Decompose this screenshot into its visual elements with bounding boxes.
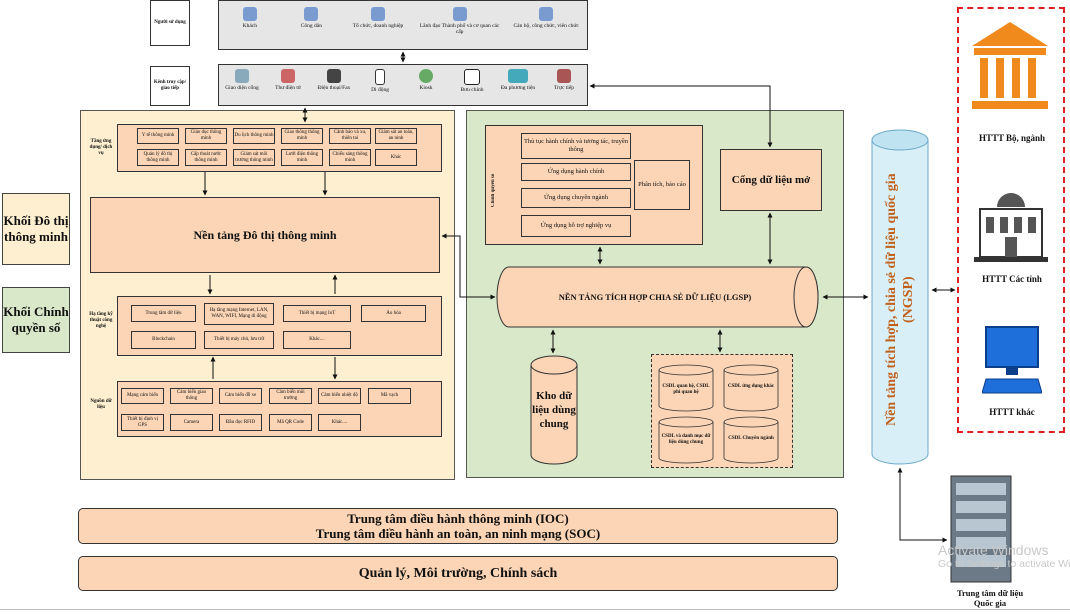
db-relational: CSDL quan hệ, CSDL phi quan hệ <box>662 384 710 395</box>
egov-block-label: Khối Chính quyền số <box>2 287 70 353</box>
channels-row-label: Kênh truy cập/ giao tiếp <box>150 66 190 106</box>
source-rfid: Đầu đọc RFID <box>219 414 262 431</box>
watermark-subtitle: Go to Settings to activate Windows. <box>938 558 1070 570</box>
province-building-icon <box>974 193 1048 262</box>
other-systems-label: HTTT khác <box>989 407 1035 417</box>
service-other: Khác <box>375 149 417 166</box>
channel-multimedia: Đa phương tiện <box>498 69 538 91</box>
handshake-icon <box>557 69 571 83</box>
channel-phone: Điện thoại/Fax <box>314 69 354 91</box>
server-rack-icon <box>950 475 1012 583</box>
source-other: Khác.... <box>318 414 361 431</box>
source-env-sensor: Cảm biến môi trường <box>269 388 312 404</box>
user-guest: Khách <box>225 7 275 29</box>
shared-store-label: Kho dữ liệu dùng chung <box>532 390 576 430</box>
ngsp-cylinder <box>871 129 929 465</box>
province-label: HTTT Các tỉnh <box>982 274 1042 284</box>
activation-watermark: Activate Windows Go to Settings to activ… <box>938 542 1070 570</box>
people-icon <box>539 7 554 21</box>
envelope-icon <box>281 69 295 83</box>
channel-post: Bưu chính <box>452 69 492 93</box>
service-urban-management: Quản lý đô thị thông minh <box>137 149 179 166</box>
monitor-icon <box>235 69 249 83</box>
service-grid: Lưới điện thông minh <box>281 149 323 166</box>
lgsp-cylinder <box>496 266 819 328</box>
user-citizen: Công dân <box>286 7 336 29</box>
infra-virtualization: Ảo hóa <box>361 305 426 322</box>
people-icon <box>304 7 319 21</box>
ministry-building-icon <box>972 22 1048 109</box>
bottom-border-line <box>0 609 1070 610</box>
source-gps: Thiết bị định vị GPS <box>121 414 164 431</box>
smart-city-platform: Nền tảng Đô thị thông minh <box>90 197 440 273</box>
service-water: Cấp thoát nước thông minh <box>185 149 227 166</box>
data-source-label: Nguồn dữ liệu <box>90 399 112 410</box>
lgsp-label: NỀN TẢNG TÍCH HỢP CHIA SẺ DỮ LIỆU (LGSP) <box>558 292 752 302</box>
source-barcode: Mã vạch <box>368 388 411 404</box>
db-specialized: CSDL Chuyên ngành <box>728 436 774 441</box>
infra-datacenter: Trung tâm dữ liệu <box>131 305 196 322</box>
user-officials: Cán bộ, công chức, viên chức <box>511 7 581 29</box>
service-disaster: Cảnh báo và xu, thiên tai <box>329 128 371 144</box>
ministry-label: HTTT Bộ, ngành <box>978 133 1046 143</box>
channel-kiosk: Kiosk <box>406 69 446 91</box>
infra-layer-label: Hạ tầng kỹ thuật công nghệ <box>89 312 113 329</box>
service-security: Giám sát an toàn, an ninh <box>375 128 417 144</box>
egov-app-admin-procedures: Thủ tục hành chính và tương tác, truyền … <box>521 133 631 159</box>
source-camera: Camera <box>170 414 213 431</box>
services-layer-label: Tầng ứng dụng/ dịch vụ <box>89 138 113 156</box>
open-data-portal: Cổng dữ liệu mở <box>720 149 822 211</box>
ngsp-label: Nền tảng tích hợp, chia sẻ dữ liệu quốc … <box>884 173 916 427</box>
channel-mobile: Di động <box>360 69 400 93</box>
egov-analysis: Phân tích, báo cáo <box>634 160 690 210</box>
source-parking-sensor: Cảm biến đỗ xe <box>219 388 262 404</box>
mobile-icon <box>375 69 385 85</box>
users-row-label: Người sử dụng <box>150 0 190 46</box>
service-health: Y tế thông minh <box>137 128 179 144</box>
source-temp-sensor: Cảm biến nhiệt độ <box>318 388 361 404</box>
channels-row: Giao diện cổng Thư điện tử Điện thoại/Fa… <box>218 64 588 106</box>
ioc-soc-bar: Trung tâm điều hành thông minh (IOC) Tru… <box>78 508 838 544</box>
database-cylinders <box>658 364 779 464</box>
mail-icon <box>464 69 480 85</box>
people-icon <box>370 7 385 21</box>
source-sensor-network: Mạng cảm biến <box>121 388 164 404</box>
db-shared-catalog: CSDL và danh mục dữ liệu dùng chung <box>661 434 711 445</box>
service-lighting: Chiếu sáng thông minh <box>329 149 371 166</box>
service-education: Giáo dục thông minh <box>185 128 227 144</box>
policy-bar: Quản lý, Môi trường, Chính sách <box>78 556 838 591</box>
user-leaders: Lãnh đạo Thành phố và cơ quan các cấp <box>420 7 500 35</box>
external-systems-panel <box>957 7 1065 433</box>
source-qr: Mã QR Code <box>269 414 312 431</box>
db-other-apps: CSDL ứng dụng khác <box>727 384 775 389</box>
service-traffic: Giao thông thông minh <box>281 128 323 144</box>
infra-other: Khác.... <box>283 331 351 349</box>
multimedia-icon <box>508 69 528 83</box>
infra-blockchain: Blockchain <box>131 331 196 349</box>
channel-email: Thư điện tử <box>268 69 308 91</box>
egov-vertical-label: Chính quyền số <box>491 173 496 207</box>
infra-network: Hạ tầng mạng Internet, LAN, WAN, WIFI, M… <box>204 303 274 325</box>
watermark-title: Activate Windows <box>938 542 1049 558</box>
channel-direct: Trực tiếp <box>544 69 584 91</box>
shared-store-cylinder <box>530 355 578 465</box>
national-dc-label: Trung tâm dữ liệu Quốc gia <box>956 588 1024 608</box>
people-icon <box>242 7 257 21</box>
service-environment: Giám sát môi trường thông minh <box>233 149 275 166</box>
source-traffic-sensor: Cảm biến giao thông <box>170 388 213 404</box>
users-row: Khách Công dân Tổ chức, doanh nghiệp Lãn… <box>218 0 588 50</box>
computer-icon <box>982 326 1042 394</box>
infra-servers: Thiết bị máy chủ, lưu trữ <box>204 331 274 349</box>
service-tourism: Du lịch thông minh <box>233 128 275 144</box>
smart-city-block-label: Khối Đô thị thông minh <box>2 193 70 265</box>
egov-app-support: Ứng dụng hỗ trợ nghiệp vụ <box>521 215 631 237</box>
phone-icon <box>327 69 341 83</box>
channel-portal: Giao diện cổng <box>222 69 262 91</box>
egov-app-administrative: Ứng dụng hành chính <box>521 163 631 181</box>
kiosk-icon <box>419 69 433 83</box>
user-business: Tổ chức, doanh nghiệp <box>348 7 408 29</box>
people-icon <box>452 7 467 21</box>
infra-iot: Thiết bị mạng IoT <box>283 305 351 322</box>
egov-app-specialized: Ứng dụng chuyên ngành <box>521 188 631 208</box>
